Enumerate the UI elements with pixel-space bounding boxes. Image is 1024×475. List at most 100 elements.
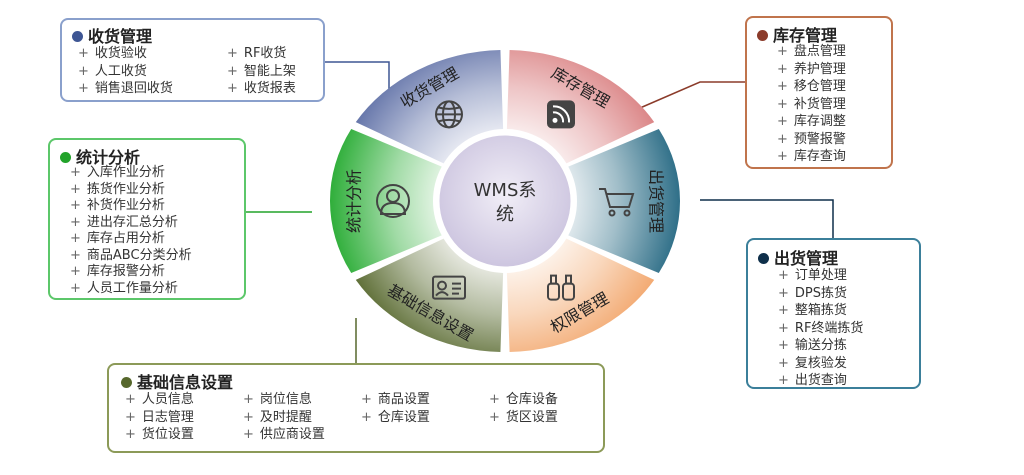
plus-icon: + — [777, 61, 788, 77]
list-item: +补货管理 — [777, 96, 846, 114]
segment-shouhuo — [355, 50, 504, 164]
user-profile-icon — [376, 184, 410, 218]
plus-icon: + — [778, 338, 789, 353]
list-item-label: 库存调整 — [793, 114, 846, 129]
list-item-label: 库存查询 — [793, 149, 846, 164]
list-item: + 养护管理 — [777, 61, 846, 79]
list-item-label: 养护管理 — [793, 61, 846, 77]
plus-icon: + — [125, 409, 136, 425]
list-item-label: 商品ABC分类分析 — [86, 247, 192, 263]
plus-icon: + — [78, 81, 89, 96]
list-item: +复核验发 — [778, 355, 863, 373]
plus-icon: + — [778, 373, 789, 388]
list-item: + 岗位信息 — [243, 391, 351, 409]
segment-label-chuhuo: 出货管理 — [647, 169, 666, 233]
list-item: +商品设置 — [361, 391, 479, 409]
list-item: + 人员工作量分析 — [70, 281, 192, 298]
box-tongji: 统计分析 +入库作业分析+拣货作业分析+补货作业分析+进出存汇总分析+库存占用分… — [48, 138, 246, 300]
plus-icon: + — [70, 165, 81, 180]
list-item: +盘点管理 — [777, 43, 846, 61]
list-item: + 人员信息 — [125, 391, 233, 409]
center-label-line1: WMS系 — [474, 180, 537, 201]
center-hub — [436, 132, 574, 270]
list-item: +输送分拣 — [778, 337, 863, 355]
plus-icon: + — [125, 392, 136, 407]
list-item-label: 入库作业分析 — [86, 165, 165, 180]
plus-icon: + — [778, 320, 789, 336]
list-item-label: RF收货 — [243, 46, 287, 61]
list-item-label: 货区设置 — [505, 409, 558, 425]
globe-icon — [435, 100, 463, 129]
list-item-label: 人员信息 — [141, 392, 194, 407]
connector-shouhuo — [325, 61, 390, 100]
box-jichu: 基础信息设置 +人员信息+岗位信息+商品设置+仓库设备+日志管理+及时提醒+仓库… — [107, 363, 605, 453]
list-item-label: 商品设置 — [377, 392, 430, 407]
plus-icon: + — [489, 392, 500, 407]
list-item-label: 出货查询 — [794, 373, 847, 388]
plus-icon: + — [70, 280, 81, 296]
shopping-cart-icon — [599, 188, 635, 217]
segment-label-tongji: 统计分析 — [345, 169, 364, 233]
list-item: +移仓管理 — [777, 78, 846, 96]
list-item: +货位设置 — [125, 426, 233, 444]
list-item: +人工收货 — [78, 63, 213, 81]
list-item-label: 日志管理 — [141, 409, 194, 425]
plus-icon: + — [778, 355, 789, 371]
bottles-icon — [547, 274, 575, 301]
plus-icon: + — [243, 427, 254, 442]
list-item-label: 整箱拣货 — [794, 303, 847, 318]
plus-icon: + — [78, 63, 89, 79]
list-item: +RF终端拣货 — [778, 320, 863, 338]
center-label-line2: 统 — [496, 204, 514, 225]
list-item: + 日志管理 — [125, 409, 233, 427]
plus-icon: + — [778, 268, 789, 283]
list-item-label: 岗位信息 — [259, 392, 312, 407]
bullet-dot-icon — [72, 31, 83, 42]
list-item: + 入库作业分析 — [70, 165, 192, 182]
list-item-label: 供应商设置 — [259, 427, 325, 442]
list-item: +进出存汇总分析 — [70, 215, 192, 232]
plus-icon: + — [777, 96, 788, 112]
plus-icon: + — [489, 409, 500, 425]
list-shouhuo: +收货验收+RF收货+人工收货+智能上架+销售退回收货+收货报表 — [78, 45, 322, 98]
list-item: + 拣货作业分析 — [70, 182, 192, 199]
list-item-label: 仓库设置 — [377, 409, 430, 425]
list-item-label: 补货作业分析 — [86, 198, 165, 213]
plus-icon: + — [777, 131, 788, 147]
segment-tongji — [330, 128, 442, 274]
box-chuhuo: 出货管理 +订单处理+DPS拣货+整箱拣货+RF终端拣货+输送分拣+复核验发+出… — [746, 238, 921, 389]
list-item: +库存占用分析 — [70, 231, 192, 248]
plus-icon: + — [70, 181, 81, 197]
list-item: + 库存查询 — [777, 148, 846, 166]
rss-feed-icon — [547, 100, 575, 129]
plus-icon: + — [777, 149, 788, 164]
plus-icon: + — [70, 264, 81, 279]
list-tongji: +入库作业分析+拣货作业分析+补货作业分析+进出存汇总分析+库存占用分析+商品A… — [70, 165, 192, 297]
list-item: +收货验收 — [78, 45, 213, 63]
plus-icon: + — [243, 409, 254, 425]
list-item: +补货作业分析 — [70, 198, 192, 215]
list-item-label: DPS拣货 — [794, 285, 848, 301]
segment-chuhuo — [568, 128, 680, 274]
list-item: +销售退回收货 — [78, 80, 213, 98]
list-item: +订单处理 — [778, 267, 863, 285]
plus-icon: + — [227, 46, 238, 61]
list-item: +仓库设备 — [489, 391, 589, 409]
plus-icon: + — [243, 392, 254, 407]
list-item-label: 移仓管理 — [793, 79, 846, 94]
list-item-label: 拣货作业分析 — [86, 181, 165, 197]
bullet-dot-icon — [757, 30, 768, 41]
list-item: + 库存调整 — [777, 113, 846, 131]
list-item-label: 智能上架 — [243, 63, 296, 79]
list-item-label: 及时提醒 — [259, 409, 312, 425]
plus-icon: + — [777, 114, 788, 129]
list-item: +仓库设置 — [361, 409, 479, 427]
list-item: +DPS拣货 — [778, 285, 863, 303]
list-item: + 及时提醒 — [243, 409, 351, 427]
list-item: +库存报警分析 — [70, 264, 192, 281]
list-item-label: 库存占用分析 — [86, 231, 165, 246]
plus-icon: + — [70, 214, 81, 230]
segment-jichu — [355, 238, 504, 352]
list-item-label: 人员工作量分析 — [86, 280, 178, 296]
list-item: + RF收货 — [227, 45, 322, 63]
